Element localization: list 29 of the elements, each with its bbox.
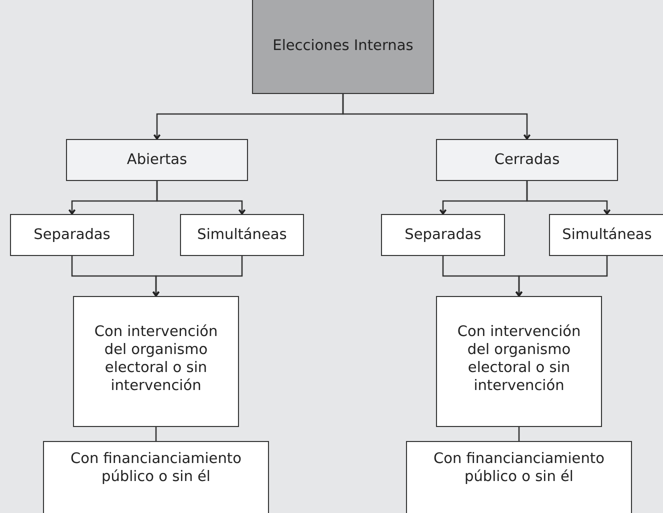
arrow	[515, 256, 608, 297]
category-box	[436, 296, 602, 427]
category-box	[180, 214, 304, 256]
category-box	[43, 441, 269, 513]
box-label: Con financianciamiento público o sin él	[432, 450, 606, 486]
box-label: Elecciones Internas	[272, 36, 414, 56]
box-label: Con intervención del organismo electoral o sin intervención	[93, 323, 219, 396]
box-label: Separadas	[34, 226, 110, 244]
box-label: Cerradas	[494, 150, 560, 170]
box-label: Con intervención del organismo electoral o sin intervención	[456, 323, 582, 396]
box-label: Simultáneas	[562, 226, 652, 244]
connector-line	[155, 427, 157, 441]
box-label: Con financianciamiento público o sin él	[70, 450, 242, 486]
category-box	[406, 441, 632, 513]
category-box	[381, 214, 505, 256]
category-box	[10, 214, 134, 256]
category-box	[436, 139, 618, 181]
category-box	[66, 139, 248, 181]
arrow	[152, 256, 243, 297]
root-box	[252, 0, 434, 94]
category-box	[549, 214, 663, 256]
box-label: Abiertas	[126, 150, 188, 170]
connector-line	[518, 427, 520, 441]
category-box	[73, 296, 239, 427]
arrow	[342, 94, 531, 140]
arrow	[156, 181, 246, 215]
box-label: Simultáneas	[197, 226, 287, 244]
box-label: Separadas	[404, 226, 482, 244]
arrow	[526, 181, 611, 215]
